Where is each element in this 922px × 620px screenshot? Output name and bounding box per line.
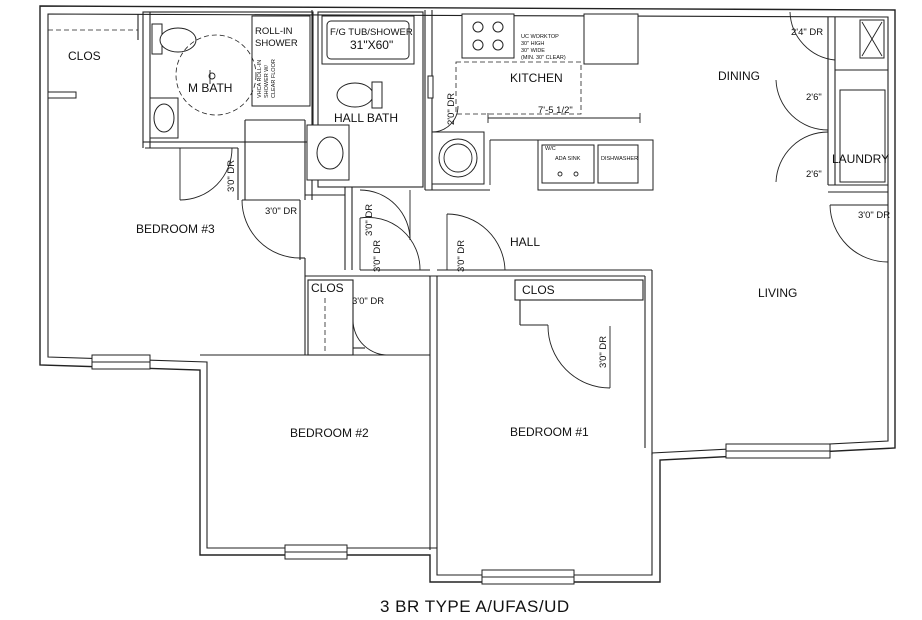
door-label-hallbath: 3'0" DR xyxy=(364,204,375,236)
range-icon xyxy=(461,13,515,59)
label-tub-shower: F/G TUB/SHOWER xyxy=(330,27,413,38)
water-heater-icon xyxy=(431,131,485,185)
label-hall: HALL xyxy=(510,235,540,249)
label-m-bath: M BATH xyxy=(188,81,232,95)
label-dishwasher: DISHWASHER xyxy=(601,156,638,162)
label-roll-in: ROLL-IN xyxy=(255,26,293,37)
label-ada-sink: ADA SINK xyxy=(555,156,581,162)
toilet-icon xyxy=(151,23,197,55)
note-shower-3: CLEAR FLOOR xyxy=(271,59,277,98)
label-dining: DINING xyxy=(718,69,760,83)
door-labels: 3'0" DR 3'0" DR 3'0" DR 3'0" DR 3'0" DR … xyxy=(226,27,890,368)
label-uc-worktop: UC WORKTOP xyxy=(521,34,559,40)
sink-icon xyxy=(306,124,350,181)
label-laundry: LAUNDRY xyxy=(832,152,889,166)
door-label-hall-2: 3'0" DR xyxy=(456,240,467,272)
plan-title: 3 BR TYPE A/UFAS/UD xyxy=(380,597,570,616)
door-label-laundry-2: 2'6" xyxy=(806,169,822,180)
label-living: LIVING xyxy=(758,286,797,300)
label-clos-b1: CLOS xyxy=(522,283,555,297)
room-labels: CLOS M BATH ROLL-IN SHOWER VHCA ROLL-IN … xyxy=(68,26,889,440)
label-ws-note: W/C xyxy=(545,146,556,152)
fixtures xyxy=(149,13,654,191)
label-roll-in-2: SHOWER xyxy=(255,38,298,49)
door-label-hall-1: 3'0" DR xyxy=(372,240,383,272)
door-label-kitchen: 2'0" DR xyxy=(446,93,457,125)
door-label-living: 3'0" DR xyxy=(858,210,890,221)
door-swings xyxy=(179,11,889,389)
label-worktop-2: 30" HIGH xyxy=(521,41,544,47)
label-hall-bath: HALL BATH xyxy=(334,111,398,125)
label-worktop-3: 30" WIDE xyxy=(521,48,545,54)
door-label-mbath: 3'0" DR xyxy=(226,160,237,192)
door-label-top-right: 2'4" DR xyxy=(791,27,823,38)
label-bedroom3: BEDROOM #3 xyxy=(136,222,215,236)
label-kitchen: KITCHEN xyxy=(510,71,563,85)
door-label-b3: 3'0" DR xyxy=(265,206,297,217)
windows xyxy=(91,354,831,585)
note-shower-1: VHCA ROLL-IN xyxy=(257,60,263,98)
label-bedroom2: BEDROOM #2 xyxy=(290,426,369,440)
sink-icon xyxy=(149,97,179,139)
note-shower-2: SHOWER W/ xyxy=(264,65,270,98)
label-tub-size: 31"X60" xyxy=(350,38,393,52)
label-clos-top-left: CLOS xyxy=(68,49,101,63)
dimension-kitchen-width: 7'-5 1/2" xyxy=(538,105,573,116)
toilet-icon xyxy=(336,81,383,109)
label-clos-b2: CLOS xyxy=(311,281,344,295)
interior-walls xyxy=(47,10,888,550)
door-label-clos-b1: 3'0" DR xyxy=(598,336,609,368)
door-label-clos-b2: 3'0" DR xyxy=(352,296,384,307)
label-worktop-4: (MIN. 30" CLEAR) xyxy=(521,55,566,61)
door-label-laundry-1: 2'6" xyxy=(806,92,822,103)
label-bedroom1: BEDROOM #1 xyxy=(510,425,589,439)
